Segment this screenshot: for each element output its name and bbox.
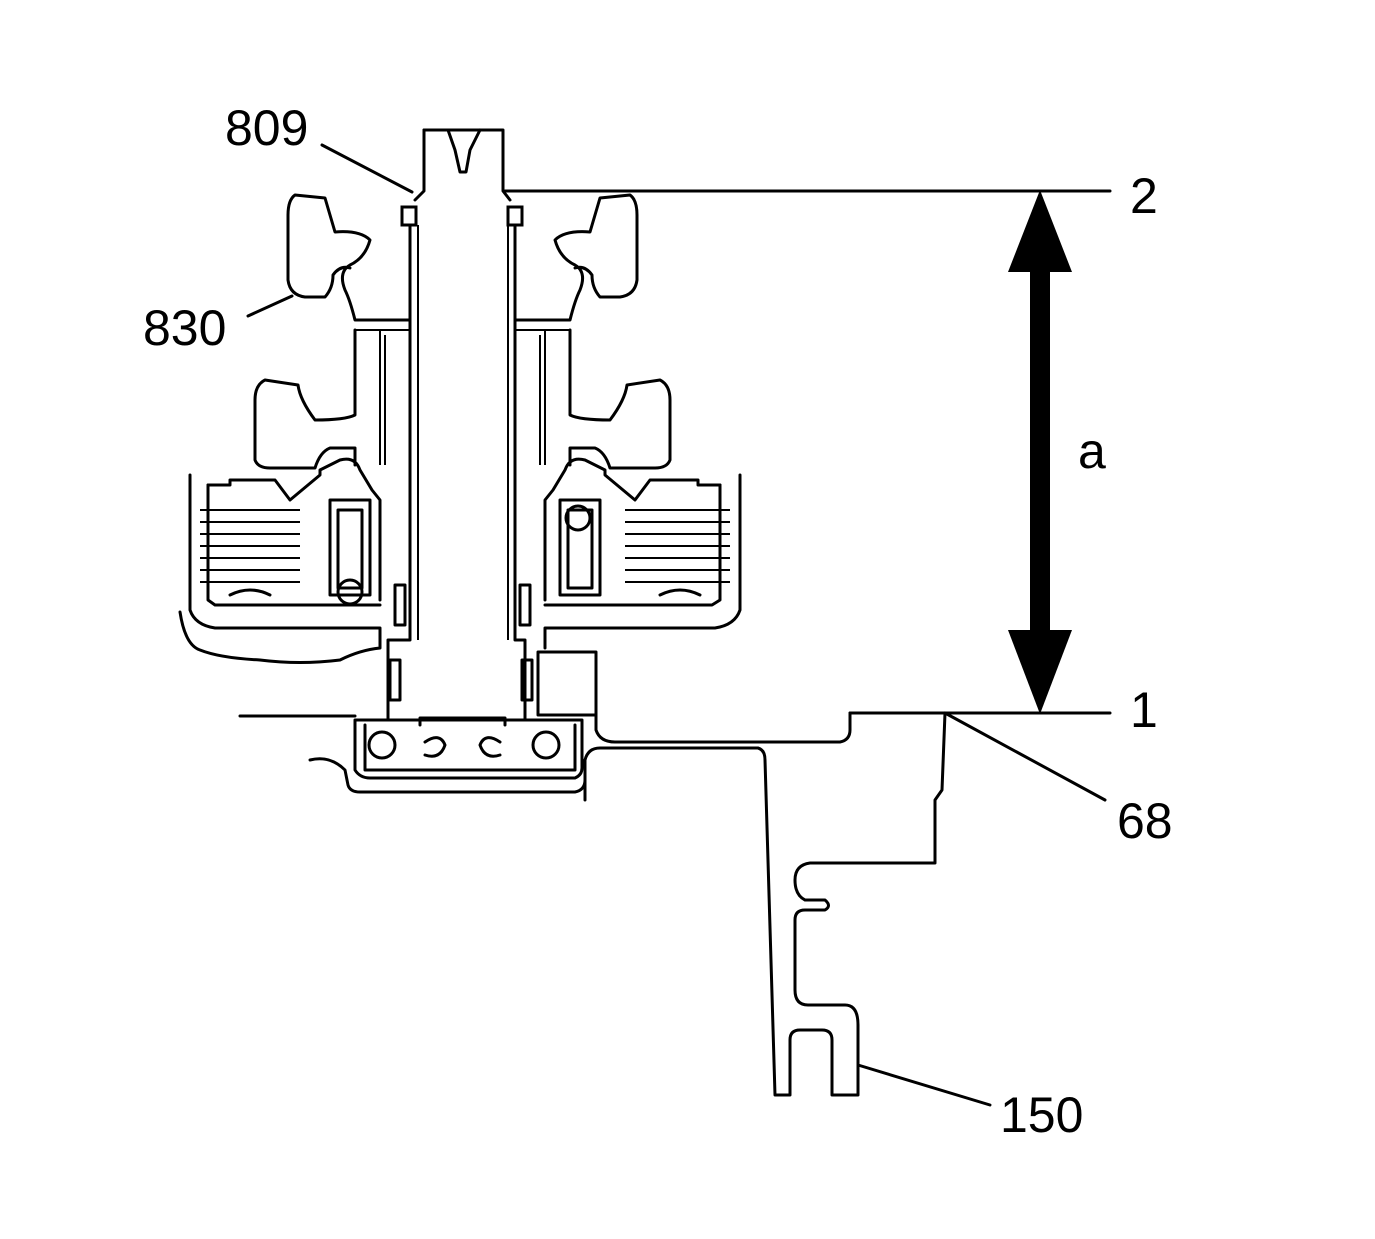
callout-2: 2: [1130, 168, 1158, 224]
dimension-arrow: [1008, 190, 1072, 714]
clutch-pack-right: [518, 457, 742, 650]
leader-150: [856, 1063, 992, 1107]
leader-830: [246, 294, 294, 318]
snap-ring-809: [400, 205, 524, 227]
callout-830: 830: [143, 300, 226, 356]
callout-809: 809: [225, 100, 308, 156]
lower-bearing-support: [353, 650, 598, 780]
callout-1: 1: [1130, 682, 1158, 738]
callout-a: a: [1078, 423, 1106, 479]
case-housing: [238, 653, 947, 1097]
leader-809: [320, 143, 414, 194]
leader-68: [943, 711, 1107, 802]
callout-150: 150: [1000, 1087, 1083, 1143]
callout-68: 68: [1117, 793, 1173, 849]
gear-830: [253, 193, 672, 470]
input-shaft: [386, 128, 527, 722]
clutch-pack-left: [178, 457, 407, 664]
